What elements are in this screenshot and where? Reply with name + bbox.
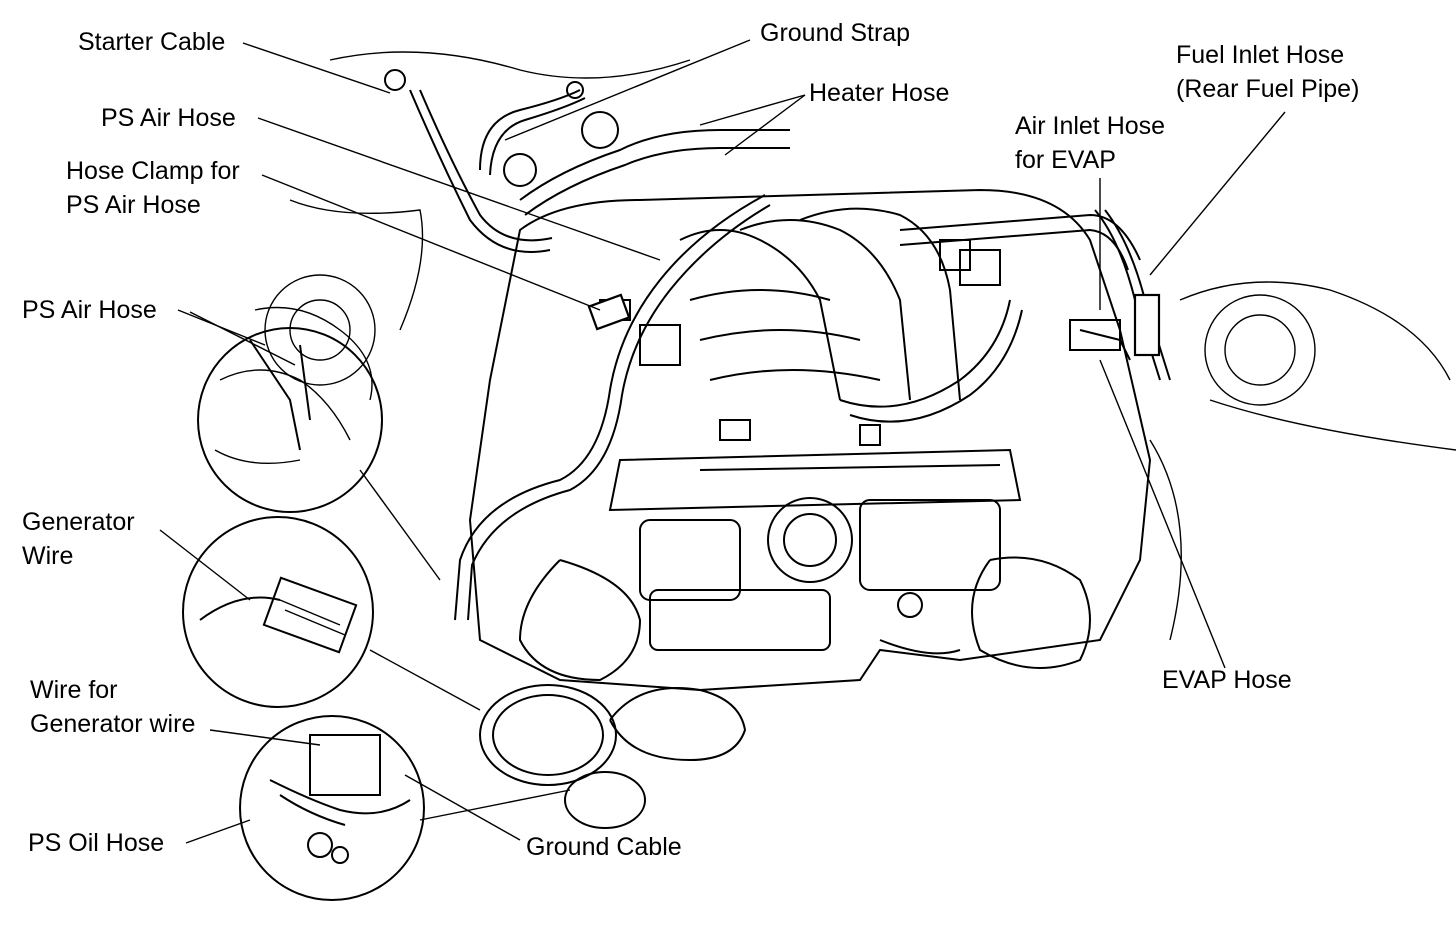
label-heater-hose: Heater Hose [809,79,950,107]
body-outlines [254,51,1456,641]
label-fuel-inlet-hose: Fuel Inlet Hose (Rear Fuel Pipe) [1176,41,1360,103]
top-hoses [384,69,1171,621]
label-hose-clamp: Hose Clamp for PS Air Hose [66,157,240,219]
label-ground-strap: Ground Strap [760,19,911,47]
detail-circles [182,327,646,901]
label-starter-cable: Starter Cable [78,28,226,56]
label-ps-oil-hose: PS Oil Hose [28,829,165,857]
label-evap-hose: EVAP Hose [1162,666,1292,694]
label-ps-air-hose-left: PS Air Hose [22,296,157,324]
label-air-inlet-hose-for-evap: Air Inlet Hose for EVAP [1015,112,1166,174]
engine-block [468,188,1152,762]
leader-lines [159,39,1286,844]
label-generator-wire: Generator Wire [22,508,135,570]
label-ground-cable: Ground Cable [526,833,682,861]
label-ps-air-hose-top: PS Air Hose [101,104,236,132]
label-wire-for-generator-wire: Wire for Generator wire [30,676,196,738]
